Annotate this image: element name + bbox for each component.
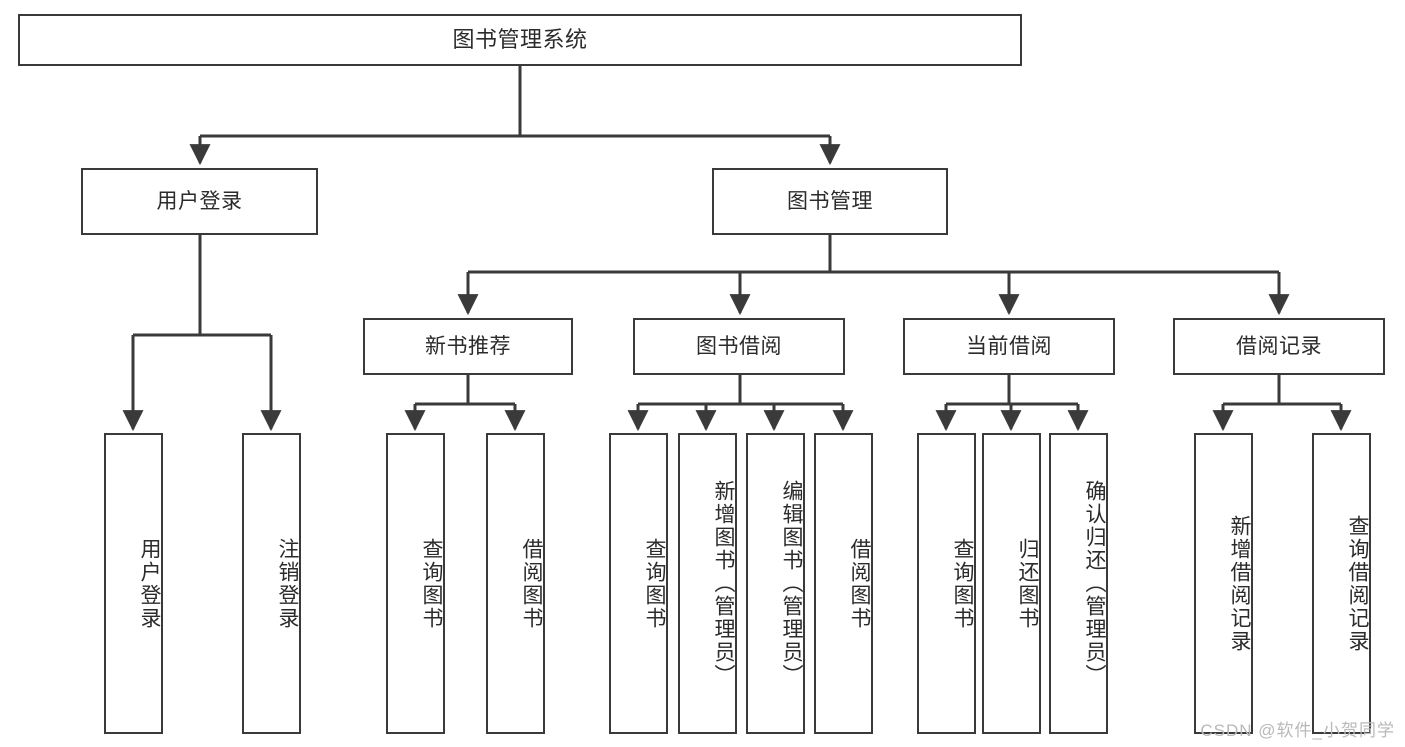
leaf-book-borrow-query-book[interactable]: 查询图书 (609, 433, 668, 734)
node-label: 归还图书 (1016, 537, 1039, 630)
leaf-new-book-query-book[interactable]: 查询图书 (386, 433, 445, 734)
leaf-new-book-borrow-book[interactable]: 借阅图书 (486, 433, 545, 734)
node-label: 新书推荐 (425, 334, 511, 358)
node-label: 用户登录 (138, 537, 161, 630)
node-label: 用户登录 (156, 189, 243, 213)
node-label: 新增图书（管理员） (712, 480, 735, 687)
node-label: 借阅图书 (520, 537, 543, 630)
leaf-user-login-logout[interactable]: 注销登录 (242, 433, 301, 734)
node-user-login[interactable]: 用户登录 (81, 168, 318, 235)
node-label: 注销登录 (276, 537, 299, 630)
node-label: 借阅图书 (848, 537, 871, 630)
node-label: 新增借阅记录 (1228, 514, 1251, 653)
node-label: 图书管理系统 (452, 26, 588, 52)
node-label: 借阅记录 (1236, 334, 1322, 358)
node-label: 查询图书 (643, 537, 666, 630)
node-new-book-recommend[interactable]: 新书推荐 (363, 318, 573, 375)
node-label: 编辑图书（管理员） (780, 480, 803, 687)
leaf-book-borrow-edit-book-admin[interactable]: 编辑图书（管理员） (746, 433, 805, 734)
leaf-book-borrow-add-book-admin[interactable]: 新增图书（管理员） (678, 433, 737, 734)
leaf-current-borrow-return-book[interactable]: 归还图书 (982, 433, 1041, 734)
node-label: 确认归还（管理员） (1083, 480, 1106, 687)
csdn-watermark: CSDN @软件_小贺同学 (1200, 721, 1395, 740)
leaf-current-borrow-confirm-return-admin[interactable]: 确认归还（管理员） (1049, 433, 1108, 734)
node-root-system[interactable]: 图书管理系统 (18, 14, 1022, 66)
leaf-current-borrow-query-book[interactable]: 查询图书 (917, 433, 976, 734)
node-label: 查询借阅记录 (1346, 514, 1369, 653)
leaf-book-borrow-borrow-book[interactable]: 借阅图书 (814, 433, 873, 734)
node-book-borrow[interactable]: 图书借阅 (633, 318, 845, 375)
node-book-management[interactable]: 图书管理 (712, 168, 948, 235)
node-label: 查询图书 (420, 537, 443, 630)
leaf-borrow-record-add-record[interactable]: 新增借阅记录 (1194, 433, 1253, 734)
node-label: 图书管理 (787, 189, 873, 213)
node-label: 当前借阅 (966, 334, 1052, 358)
node-current-borrow[interactable]: 当前借阅 (903, 318, 1115, 375)
node-label: 查询图书 (951, 537, 974, 630)
leaf-user-login-login[interactable]: 用户登录 (104, 433, 163, 734)
node-borrow-record[interactable]: 借阅记录 (1173, 318, 1385, 375)
leaf-borrow-record-query-record[interactable]: 查询借阅记录 (1312, 433, 1371, 734)
node-label: 图书借阅 (696, 334, 782, 358)
